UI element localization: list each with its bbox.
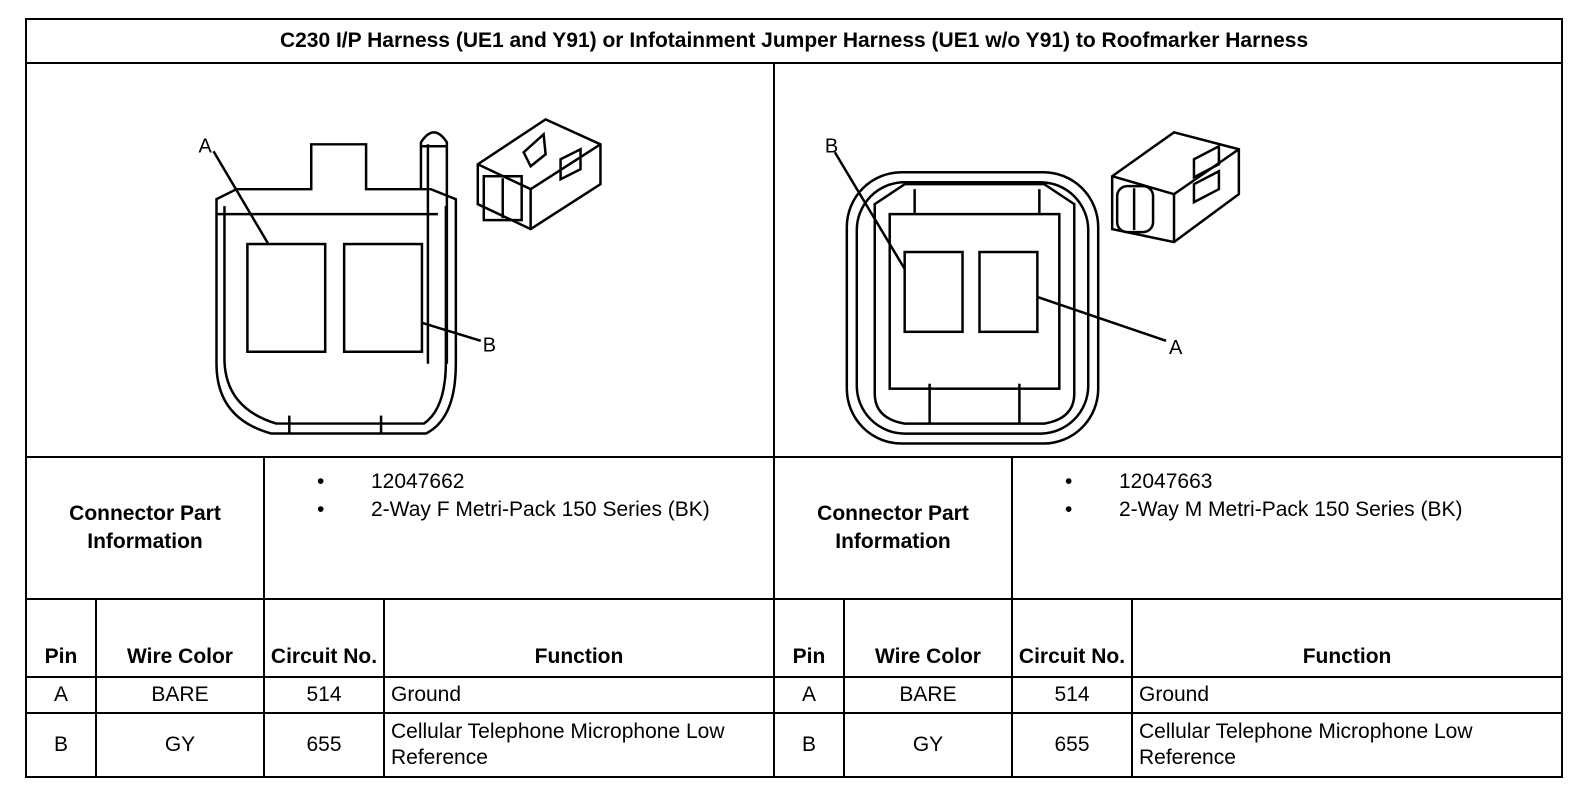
right-callout-a: A bbox=[1169, 337, 1183, 359]
left-part-info: 12047662 2-Way F Metri-Pack 150 Series (… bbox=[263, 456, 775, 600]
left-pin-a: A bbox=[25, 676, 97, 714]
left-wire-color-b: GY bbox=[95, 712, 265, 778]
right-wire-color-b: GY bbox=[843, 712, 1013, 778]
right-function-b: Cellular Telephone Microphone Low Refere… bbox=[1130, 712, 1564, 778]
right-part-info: 12047663 2-Way M Metri-Pack 150 Series (… bbox=[1010, 456, 1564, 600]
left-connector-figure: A B bbox=[25, 62, 775, 458]
left-header-pin: Pin bbox=[25, 598, 97, 678]
left-function-b: Cellular Telephone Microphone Low Refere… bbox=[383, 712, 775, 778]
right-part-number: 12047663 bbox=[1065, 468, 1561, 496]
right-wire-color-a: BARE bbox=[843, 676, 1013, 714]
left-part-description: 2-Way F Metri-Pack 150 Series (BK) bbox=[317, 496, 773, 524]
male-connector-drawing: B A bbox=[825, 130, 1241, 445]
left-pin-b: B bbox=[25, 712, 97, 778]
right-function-a: Ground bbox=[1130, 676, 1564, 714]
left-callout-a: A bbox=[199, 135, 213, 157]
table-row: B GY 655 Cellular Telephone Microphone L… bbox=[25, 712, 1564, 778]
left-part-label: Connector Part Information bbox=[25, 456, 265, 600]
right-circuit-b: 655 bbox=[1011, 712, 1133, 778]
left-circuit-b: 655 bbox=[263, 712, 385, 778]
left-callout-b: B bbox=[483, 335, 496, 357]
right-circuit-a: 514 bbox=[1011, 676, 1133, 714]
right-header-pin: Pin bbox=[773, 598, 845, 678]
right-header-circuit: Circuit No. bbox=[1011, 598, 1133, 678]
right-connector-figure: B A bbox=[772, 62, 1564, 458]
table-row: A BARE 514 Ground A BARE 514 Ground bbox=[25, 676, 1564, 714]
left-circuit-a: 514 bbox=[263, 676, 385, 714]
right-part-label: Connector Part Information bbox=[773, 456, 1013, 600]
right-part-description: 2-Way M Metri-Pack 150 Series (BK) bbox=[1065, 496, 1561, 524]
right-header-wire-color: Wire Color bbox=[843, 598, 1013, 678]
right-callout-b: B bbox=[825, 135, 838, 157]
connector-sheet: C230 I/P Harness (UE1 and Y91) or Infota… bbox=[24, 18, 1564, 778]
right-pin-a: A bbox=[773, 676, 845, 714]
left-header-function: Function bbox=[383, 598, 775, 678]
left-function-a: Ground bbox=[383, 676, 775, 714]
female-connector-drawing: A B bbox=[199, 117, 602, 435]
right-pin-b: B bbox=[773, 712, 845, 778]
left-header-circuit: Circuit No. bbox=[263, 598, 385, 678]
left-header-wire-color: Wire Color bbox=[95, 598, 265, 678]
left-part-number: 12047662 bbox=[317, 468, 773, 496]
left-wire-color-a: BARE bbox=[95, 676, 265, 714]
connector-table: C230 I/P Harness (UE1 and Y91) or Infota… bbox=[24, 18, 1564, 778]
right-header-function: Function bbox=[1130, 598, 1564, 678]
table-title: C230 I/P Harness (UE1 and Y91) or Infota… bbox=[24, 18, 1564, 64]
